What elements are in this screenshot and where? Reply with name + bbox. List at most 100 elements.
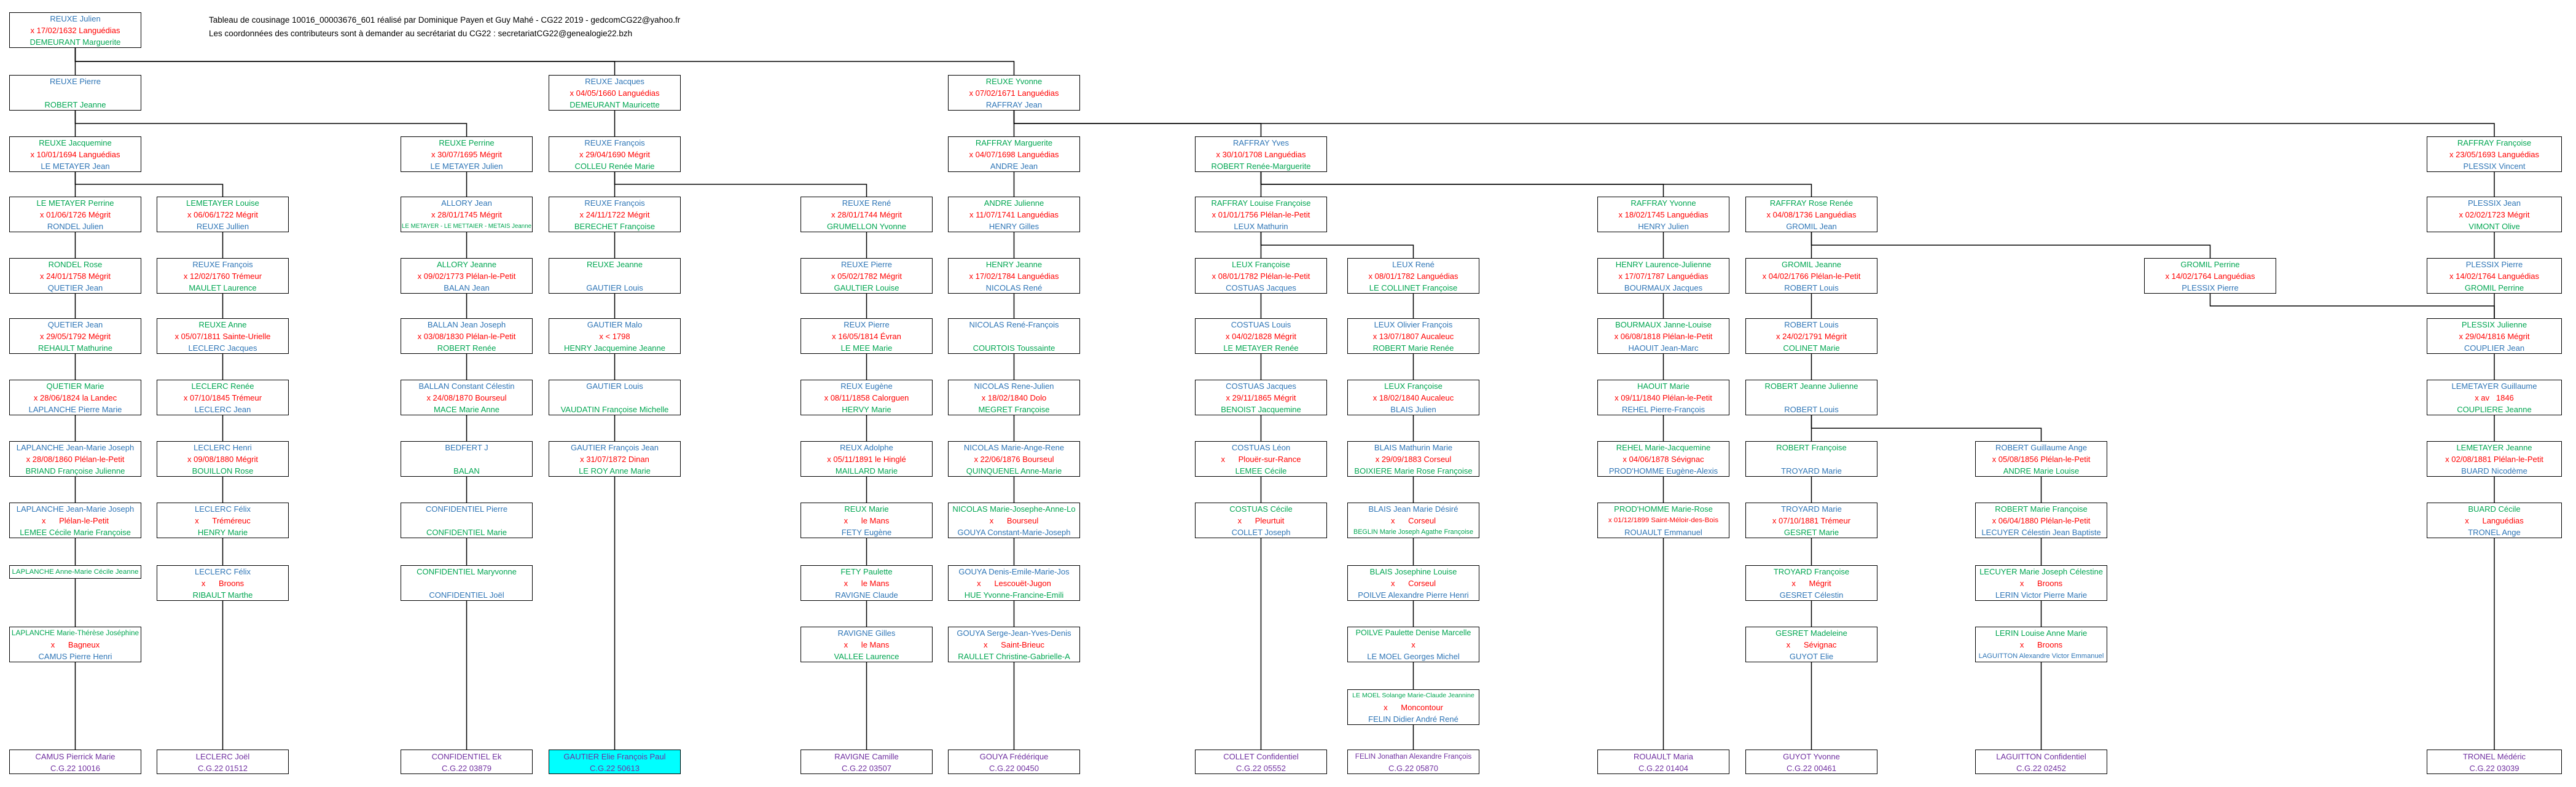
person-line: LE METAYER Perrine: [36, 198, 114, 208]
person-line: REUX Pierre: [844, 320, 890, 329]
person-line: x 08/11/1858 Calorguen: [824, 393, 909, 402]
person-line: x 03/08/1830 Plélan-le-Petit: [417, 332, 516, 341]
person-line: x 01/12/1899 Saint-Méloir-des-Bois: [1608, 517, 1719, 524]
person-line: x Lescouët-Jugon: [977, 579, 1051, 588]
person-line: COSTUAS Jacques: [1226, 382, 1296, 391]
person-line: REUXE Jacquemine: [39, 138, 112, 147]
person-line: ALLORY Jean: [441, 198, 492, 208]
person-line: LEMEE Cécile: [1235, 466, 1287, 476]
person-line: BENOIST Jacquemine: [1221, 405, 1301, 414]
person-line: BLAIS Mathurin Marie: [1374, 443, 1453, 452]
person-line: CONFIDENTIEL Joël: [429, 590, 504, 600]
person-line: BALAN: [453, 466, 480, 476]
person-line: GOUYA Constant-Marie-Joseph: [957, 528, 1071, 537]
person-line: BRIAND Françoise Julienne: [25, 466, 125, 476]
person-line: GESRET Célestin: [1779, 590, 1844, 600]
person-line: x Tréméreuc: [195, 516, 251, 525]
person-line: BALAN Jean: [444, 283, 490, 292]
tree-connector: [74, 111, 468, 136]
person-line: LECLERC Jacques: [188, 343, 257, 353]
person-line: x 16/05/1814 Évran: [832, 332, 901, 341]
person-line: x Saint-Brieuc: [984, 640, 1044, 649]
person-line: x 29/09/1883 Corseul: [1375, 455, 1452, 464]
person-line: ROBERT Marie Renée: [1372, 343, 1454, 353]
person-line: x 08/01/1782 Languédias: [1368, 272, 1458, 281]
person-line: x 17/07/1787 Languédias: [1618, 272, 1709, 281]
person-line: RIBAULT Marthe: [192, 590, 253, 600]
person-line: GUYOT Elie: [1789, 652, 1834, 661]
person-line: POILVE Paulette Denise Marcelle: [1355, 628, 1471, 637]
person-line: C.G.22 05552: [1236, 764, 1286, 773]
person-line: VALLEE Laurence: [834, 652, 899, 661]
person-line: HENRY Marie: [197, 528, 248, 537]
person-line: GROMIL Perrine: [2464, 283, 2524, 292]
person-line: GAUTIER François Jean: [570, 443, 659, 452]
person-line: RAFFRAY Louise Françoise: [1211, 198, 1311, 208]
person-line: RAFFRAY Rose Renée: [1769, 198, 1854, 208]
person-line: ROBERT Jeanne Julienne: [1764, 382, 1858, 391]
person-line: GOUYA Frédérique: [979, 752, 1049, 761]
person-line: ROBERT Jeanne: [44, 100, 106, 109]
person-line: x 12/02/1760 Trémeur: [183, 272, 262, 281]
person-line: [549, 270, 680, 282]
person-line: LEMETAYER Jeanne: [2456, 443, 2532, 452]
tree-connector: [1013, 111, 2495, 136]
person-line: [401, 515, 532, 527]
person-line: C.G.22 01404: [1638, 764, 1688, 773]
person-line: REHEL Marie-Jacquemine: [1616, 443, 1711, 452]
person-line: RAFFRAY Marguerite: [975, 138, 1053, 147]
person-line: x Broons: [2019, 640, 2063, 649]
person-line: x 22/06/1876 Bourseul: [974, 455, 1054, 464]
person-line: BERECHET Françoise: [574, 222, 656, 231]
person-line: BOUILLON Rose: [192, 466, 254, 476]
tree-connector: [1260, 232, 1414, 258]
tree-connector: [74, 48, 1015, 75]
person-line: x 10/01/1694 Languédias: [30, 150, 120, 159]
person-line: [549, 392, 680, 404]
person-line: GROMIL Jean: [1786, 222, 1837, 231]
person-line: NICOLAS René-François: [969, 320, 1059, 329]
person-line: REUXE Pierre: [49, 77, 101, 86]
person-line: LEUX René: [1392, 260, 1435, 269]
person-line: C.G.22 03507: [842, 764, 891, 773]
person-line: FELIN Didier André René: [1368, 715, 1458, 724]
person-line: RONDEL Rose: [48, 260, 103, 269]
tableau-title: Tableau de cousinage 10016_00003676_601 …: [209, 15, 681, 25]
person-line: x 05/07/1811 Sainte-Urielle: [174, 332, 271, 341]
person-line: LEUX Mathurin: [1234, 222, 1288, 231]
person-line: x 09/11/1840 Plélan-le-Petit: [1615, 393, 1712, 402]
person-line: TROYARD Marie: [1781, 466, 1842, 476]
person-line: COLLEU Renée Marie: [574, 162, 655, 171]
person-line: COUPLIER Jean: [2464, 343, 2525, 353]
